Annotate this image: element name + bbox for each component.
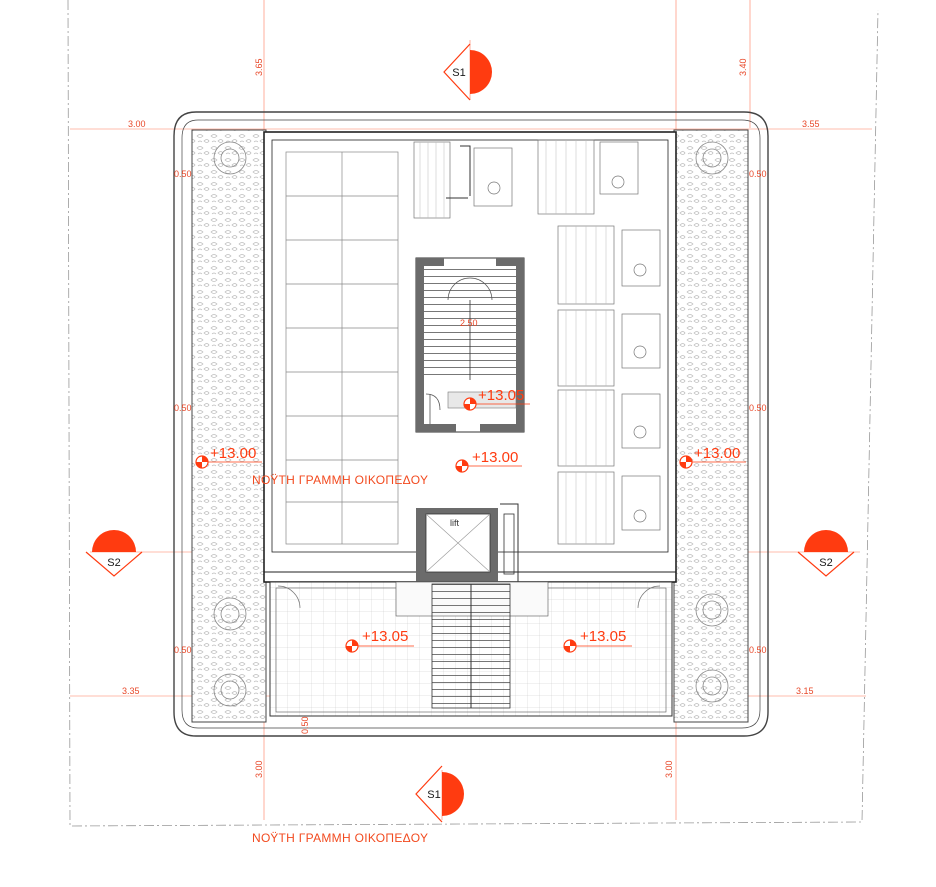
dim-top-left-vertical: 3.65 xyxy=(254,58,264,76)
section-marker-s2-left xyxy=(85,530,143,577)
elevation-roof-right: +13.00 xyxy=(694,445,740,462)
level-marker-icon xyxy=(679,455,693,469)
elevation-terrace-left: +13.05 xyxy=(362,628,408,645)
section-tag-s2-right: S2 xyxy=(819,557,832,569)
dim-right-horizontal-upper: 3.55 xyxy=(802,119,820,129)
dim-left-horizontal-lower: 3.35 xyxy=(122,686,140,696)
dim-right-strip-bottom: 0.50 xyxy=(749,645,767,655)
dim-right-strip-top: 0.50 xyxy=(749,169,767,179)
section-tag-s2-left: S2 xyxy=(107,557,120,569)
section-marker-s1-bottom xyxy=(415,765,464,823)
level-marker-icon xyxy=(345,639,359,653)
elevation-terrace-right: +13.05 xyxy=(580,628,626,645)
elevation-roof-left: +13.00 xyxy=(210,445,256,462)
dim-bottom-right-vertical: 3.00 xyxy=(664,760,674,778)
level-markers xyxy=(195,397,746,653)
roof-parapet xyxy=(173,111,769,737)
plot-boundary xyxy=(67,0,879,827)
dim-left-strip-top: 0.50 xyxy=(174,169,192,179)
shrub-icon xyxy=(213,141,729,707)
terrace xyxy=(269,581,673,717)
dim-bottom-left-vertical: 3.00 xyxy=(254,760,264,778)
dim-stair-width: 2.50 xyxy=(460,318,478,328)
plot-line-note-inner: ΝΟΫΤΗ ΓΡΑΜΜΗ ΟΙΚΟΠΕΔΟΥ xyxy=(252,473,428,487)
lift-core xyxy=(416,503,519,583)
plot-line-note-outer: ΝΟΫΤΗ ΓΡΑΜΜΗ ΟΙΚΟΠΕΔΟΥ xyxy=(252,831,428,845)
dim-bottom-strip: 0.50 xyxy=(300,716,310,734)
section-markers xyxy=(85,43,855,823)
section-marker-s2-right xyxy=(797,530,855,577)
dim-left-horizontal-upper: 3.00 xyxy=(128,119,146,129)
level-marker-icon xyxy=(195,455,209,469)
level-marker-icon xyxy=(455,459,469,473)
dim-right-horizontal-lower: 3.15 xyxy=(796,686,814,696)
dim-left-strip-bottom: 0.50 xyxy=(174,645,192,655)
dim-top-right-vertical: 3.40 xyxy=(738,58,748,76)
solar-water-heaters xyxy=(413,139,661,545)
stair-core xyxy=(415,257,525,433)
elevation-stair-landing: +13.05 xyxy=(478,387,524,404)
dim-left-strip-mid: 0.50 xyxy=(174,403,192,413)
lift-label: lift xyxy=(450,518,459,528)
level-marker-icon xyxy=(463,397,477,411)
section-tag-s1-top: S1 xyxy=(452,67,465,79)
section-tag-s1-bottom: S1 xyxy=(427,789,440,801)
planters xyxy=(191,129,749,723)
elevation-roof-center: +13.00 xyxy=(472,449,518,466)
solar-panel-array xyxy=(285,151,399,545)
section-marker-s1-top xyxy=(443,43,492,101)
level-marker-icon xyxy=(563,639,577,653)
dim-right-strip-mid: 0.50 xyxy=(749,403,767,413)
